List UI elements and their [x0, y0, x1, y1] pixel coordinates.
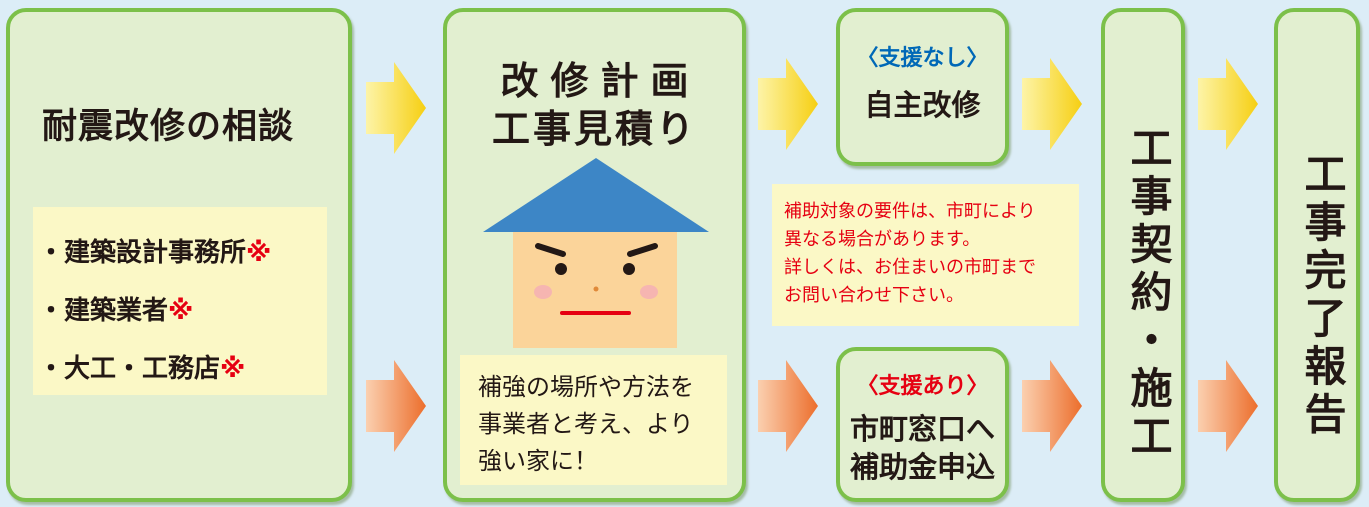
step-plan-title-line1: 改修計画 — [500, 59, 701, 103]
self-renovation-text: 自主改修 — [864, 88, 981, 122]
step-completion-box — [1274, 8, 1360, 502]
step-contract-box — [1101, 8, 1185, 502]
orange-arrow-icon — [1022, 360, 1082, 452]
yellow-arrow-icon — [758, 58, 818, 150]
step-consultation-title: 耐震改修の相談 — [42, 107, 295, 147]
no-support-box — [836, 8, 1009, 166]
step-completion-title: 工事完了報告 — [1298, 152, 1347, 440]
asterisk-mark: ※ — [246, 238, 272, 268]
yellow-arrow-icon — [1198, 58, 1258, 150]
support-box — [836, 347, 1009, 502]
list-item: ・建築設計事務所※ — [38, 238, 272, 268]
yellow-arrow-icon — [366, 62, 426, 154]
orange-arrow-icon — [758, 360, 818, 452]
support-label: 〈支援あり〉 — [856, 374, 989, 399]
no-support-label: 〈支援なし〉 — [856, 46, 989, 71]
yellow-arrow-icon — [1022, 58, 1082, 150]
house-face-icon — [483, 158, 709, 348]
list-item: ・大工・工務店※ — [38, 354, 246, 384]
step-contract-title: 工事契約・施工 — [1124, 126, 1173, 462]
orange-arrow-icon — [1198, 360, 1258, 452]
asterisk-mark: ※ — [168, 296, 194, 326]
list-item: ・建築業者※ — [38, 296, 194, 326]
orange-arrow-icon — [366, 360, 426, 452]
consultant-list: ・建築設計事務所※ ・建築業者※ ・大工・工務店※ — [33, 207, 327, 395]
subsidy-condition-note: 補助対象の要件は、市町により 異なる場合があります。 詳しくは、お住まいの市町ま… — [772, 184, 1079, 326]
step-plan-note: 補強の場所や方法を 事業者と考え、より 強い家に！ — [460, 355, 727, 485]
step-plan-title-line2: 工事見積り — [491, 107, 697, 151]
subsidy-application-text: 市町窓口へ 補助金申込 — [849, 412, 995, 484]
asterisk-mark: ※ — [220, 354, 246, 384]
